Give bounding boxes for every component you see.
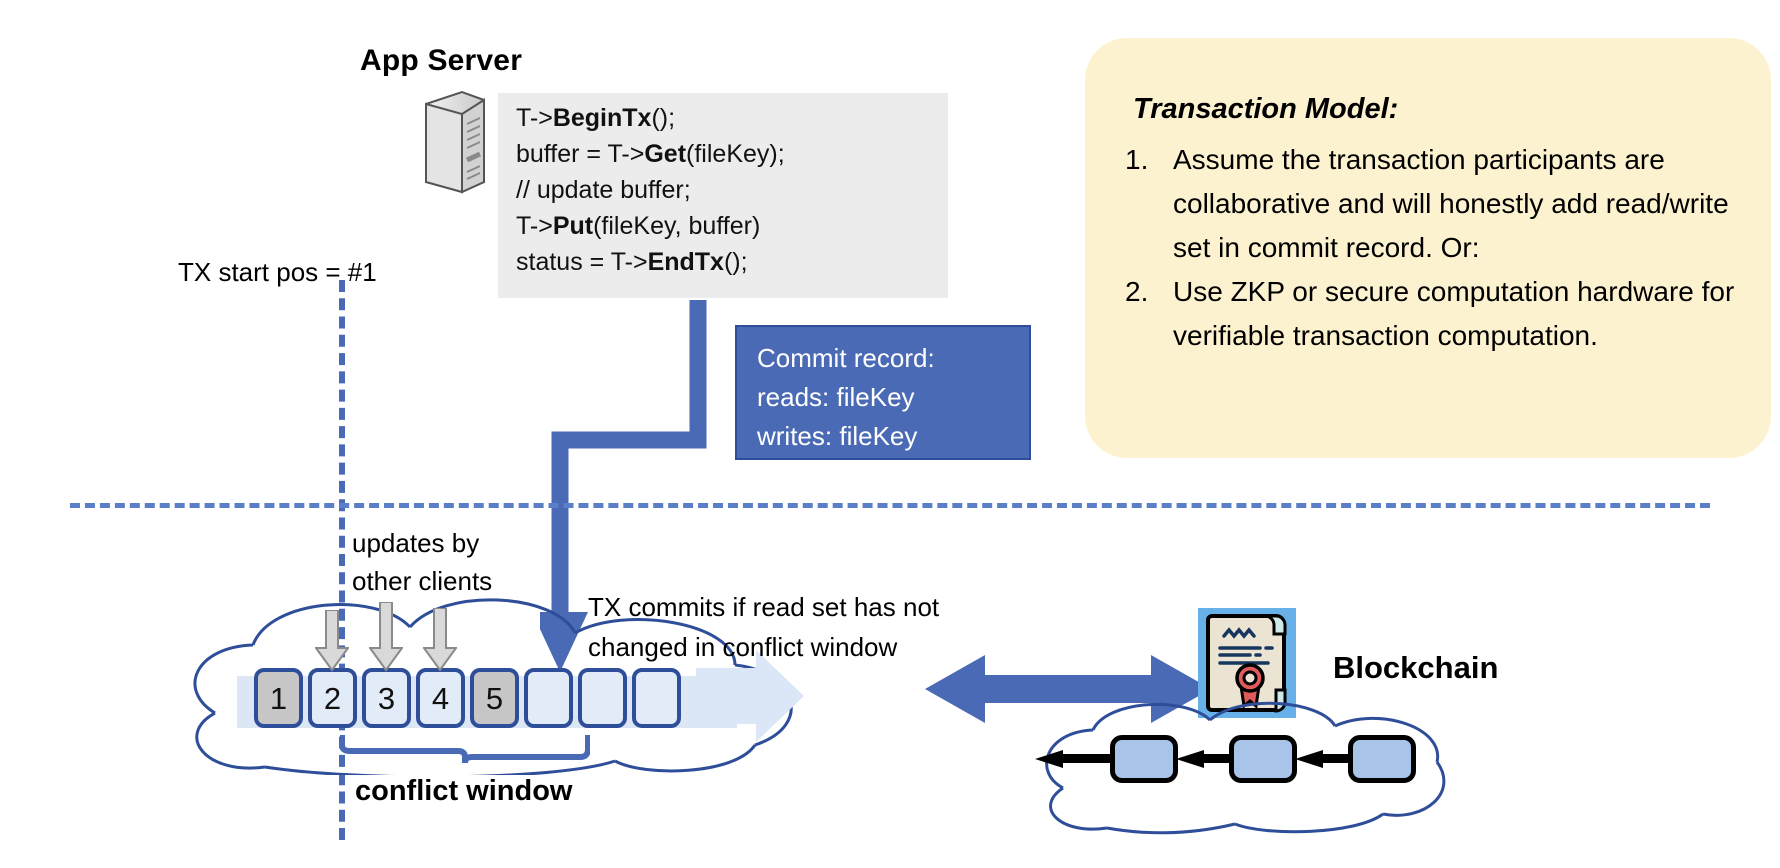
update-arrow-icon [422, 607, 458, 672]
conflict-window-brace [339, 735, 591, 765]
updates-label-line1: updates by [352, 528, 480, 558]
commit-record-box: Commit record: reads: fileKey writes: fi… [735, 325, 1031, 460]
transaction-model-title: Transaction Model: [1133, 93, 1399, 125]
app-server-title: App Server [360, 44, 523, 77]
tx-commits-condition-label: TX commits if read set has not changed i… [588, 587, 939, 667]
server-icon [422, 90, 488, 195]
blockchain-block[interactable] [1110, 735, 1178, 783]
updates-by-other-clients-label: updates by other clients [352, 524, 492, 600]
transaction-model-list: 1. Assume the transaction participants a… [1125, 138, 1745, 358]
blockchain-cloud-outline [1035, 700, 1455, 835]
list-item-number: 1. [1125, 144, 1149, 175]
list-item-text: Use ZKP or secure computation hardware f… [1173, 276, 1735, 351]
update-arrow-icon [314, 609, 350, 672]
commit-record-reads: reads: fileKey [757, 382, 915, 412]
blockchain-link-arrow-icon [1176, 750, 1234, 768]
blockchain-link-arrow-icon [1295, 750, 1353, 768]
certificate-icon [1198, 608, 1296, 718]
commit-record-writes: writes: fileKey [757, 421, 918, 451]
ledger-block[interactable] [578, 668, 627, 728]
commits-label-line1: TX commits if read set has not [588, 592, 940, 622]
code-line: // update buffer; [516, 176, 691, 204]
transaction-model-callout: Transaction Model: 1. Assume the transac… [1085, 38, 1771, 458]
ledger-block[interactable]: 1 [254, 668, 303, 728]
updates-label-line2: other clients [352, 566, 493, 596]
list-item: 2. Use ZKP or secure computation hardwar… [1125, 270, 1745, 358]
commit-record-title: Commit record: [757, 343, 935, 373]
bidirectional-sync-arrow [925, 653, 1211, 725]
ledger-direction-arrow [696, 650, 806, 750]
tx-start-pos-label: TX start pos = #1 [178, 257, 377, 287]
blockchain-block[interactable] [1229, 735, 1297, 783]
commits-label-line2: changed in conflict window [588, 632, 898, 662]
conflict-window-label: conflict window [355, 775, 573, 807]
update-arrow-icon [368, 601, 404, 672]
ledger-block[interactable]: 4 [416, 668, 465, 728]
tx-start-dashed-line [339, 280, 345, 840]
list-item: 1. Assume the transaction participants a… [1125, 138, 1745, 270]
ledger-block[interactable] [524, 668, 573, 728]
ledger-block[interactable]: 3 [362, 668, 411, 728]
commit-flow-arrow [532, 300, 780, 680]
ledger-block[interactable]: 5 [470, 668, 519, 728]
code-line: T->BeginTx(); [516, 104, 676, 132]
blockchain-link-arrow-icon [1035, 750, 1115, 768]
list-item-number: 2. [1125, 276, 1149, 307]
blockchain-block[interactable] [1348, 735, 1416, 783]
code-line: status = T->EndTx(); [516, 248, 748, 276]
ledger-block[interactable]: 2 [308, 668, 357, 728]
code-line: T->Put(fileKey, buffer) [516, 212, 761, 240]
code-block: T->BeginTx(); buffer = T->Get(fileKey); … [516, 100, 956, 280]
ledger-block[interactable] [632, 668, 681, 728]
code-block-background [498, 93, 948, 298]
list-item-text: Assume the transaction participants are … [1173, 144, 1729, 263]
code-line: buffer = T->Get(fileKey); [516, 140, 785, 168]
layer-divider-dashed-line [70, 503, 1710, 508]
blockchain-title: Blockchain [1333, 650, 1499, 685]
